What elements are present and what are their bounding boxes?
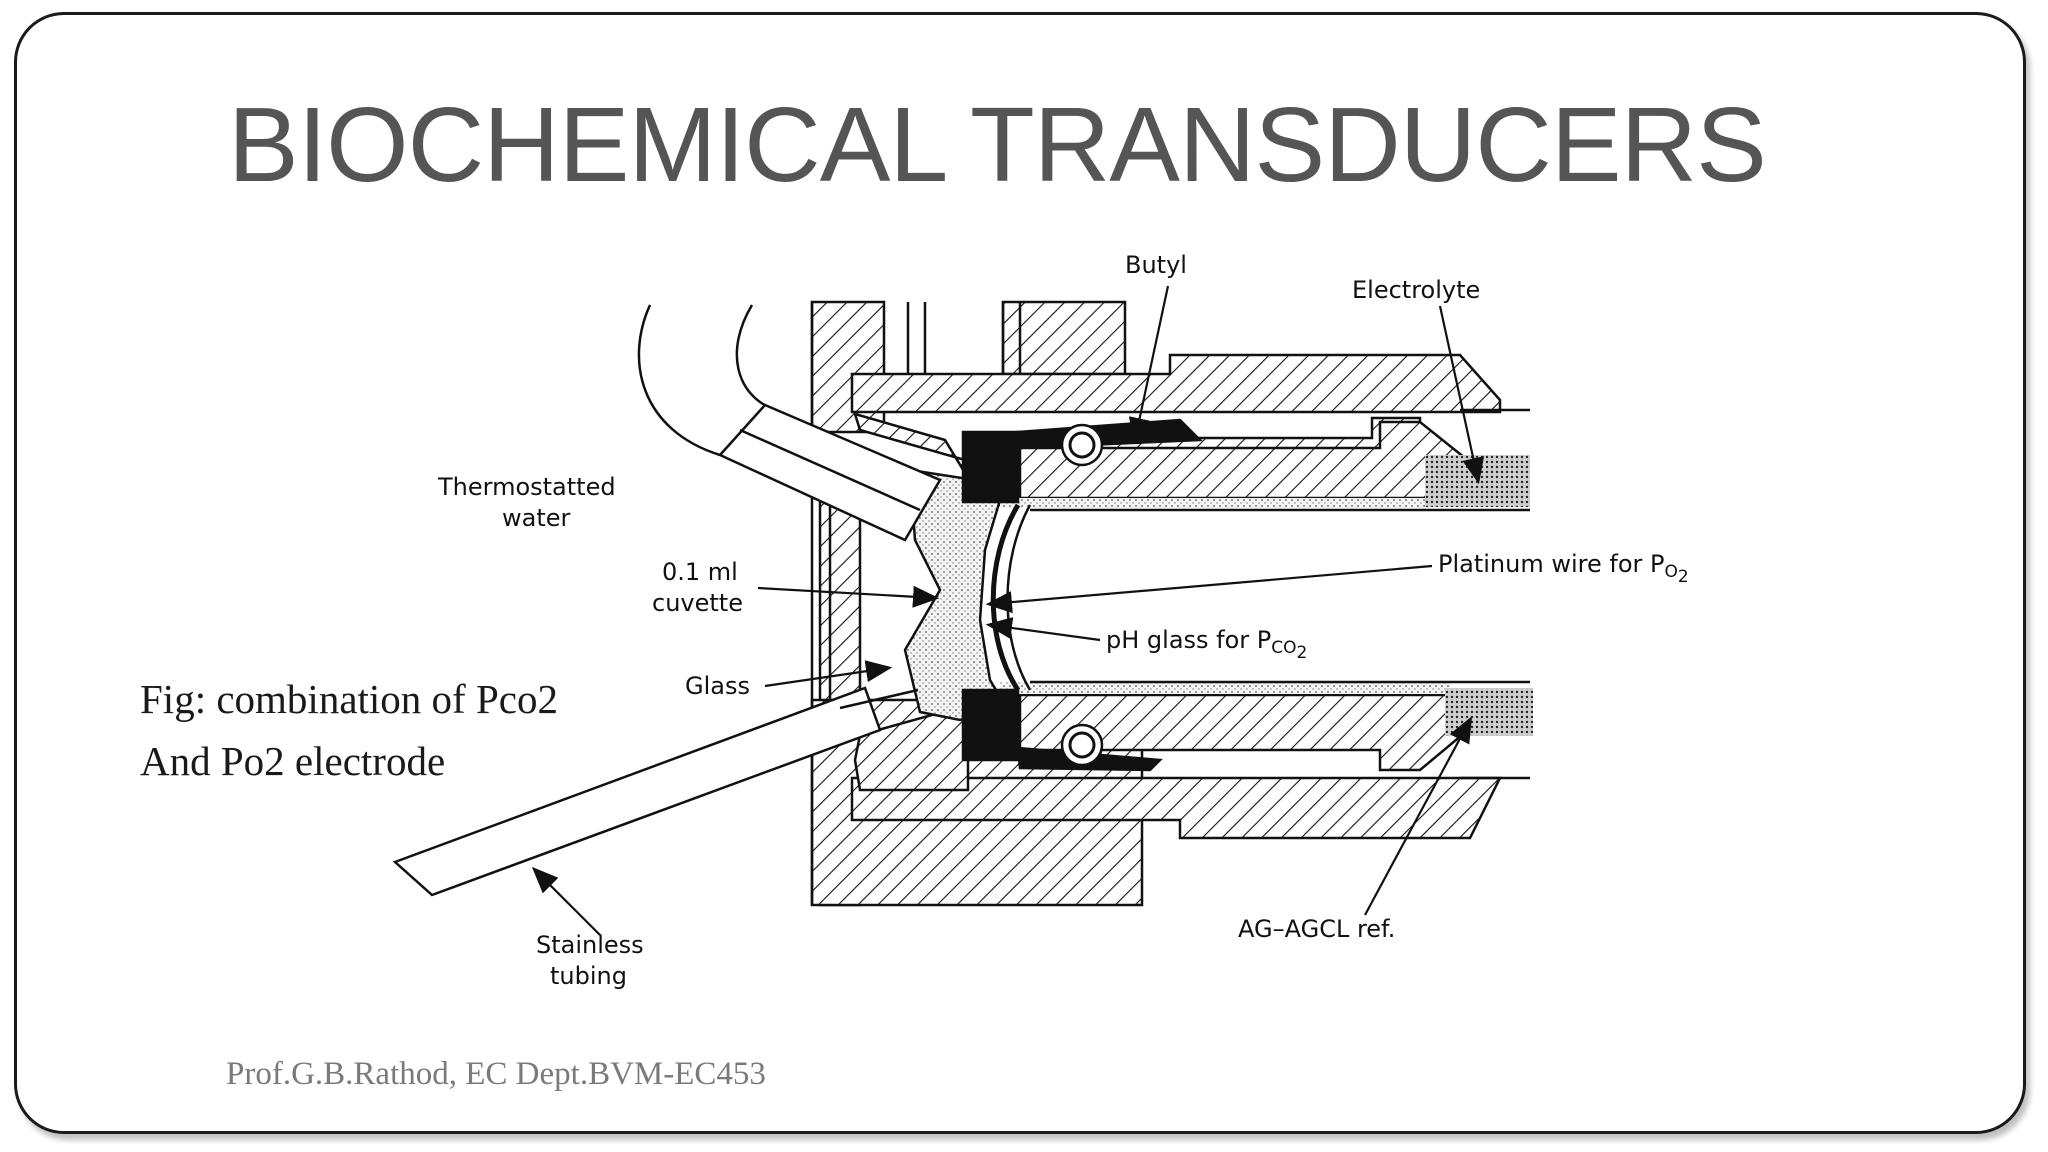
footer-credit: Prof.G.B.Rathod, EC Dept.BVM-EC453 bbox=[226, 1056, 766, 1092]
label-cuvette-2: cuvette bbox=[652, 589, 743, 617]
label-thermostatted-1: Thermostatted bbox=[437, 473, 616, 501]
label-stainless-2: tubing bbox=[550, 962, 627, 990]
label-platinum-wire: Platinum wire for PO2 bbox=[1438, 550, 1689, 587]
figure-caption: Fig: combination of Pco2 And Po2 electro… bbox=[140, 668, 558, 792]
diagram-body bbox=[392, 300, 1533, 907]
label-ph-glass: pH glass for PCO2 bbox=[1106, 626, 1307, 663]
caption-line-1: Fig: combination of Pco2 bbox=[140, 676, 558, 722]
label-electrolyte: Electrolyte bbox=[1352, 276, 1480, 304]
slide-title: BIOCHEMICAL TRANSDUCERS bbox=[228, 86, 1767, 204]
slide-frame bbox=[14, 12, 2026, 1134]
label-glass: Glass bbox=[685, 672, 750, 700]
label-stainless-1: Stainless bbox=[536, 931, 644, 959]
caption-line-2: And Po2 electrode bbox=[140, 738, 446, 784]
label-agagcl-ref: AG–AGCL ref. bbox=[1238, 915, 1395, 943]
label-cuvette-1: 0.1 ml bbox=[662, 558, 738, 586]
label-butyl: Butyl bbox=[1125, 251, 1187, 279]
label-thermostatted-2: water bbox=[502, 504, 571, 532]
